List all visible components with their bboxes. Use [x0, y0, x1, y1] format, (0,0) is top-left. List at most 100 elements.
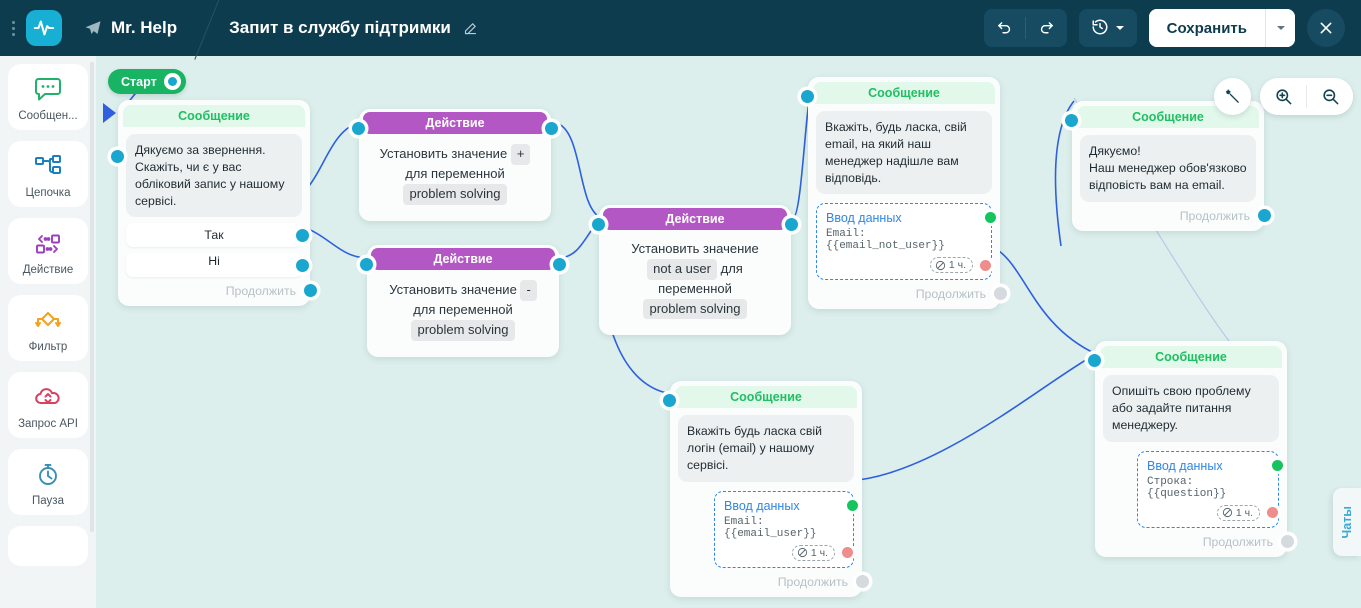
node-type-label: Сообщение	[1100, 346, 1282, 368]
option-output-port[interactable]	[296, 229, 309, 243]
node-continue[interactable]: Продолжить	[670, 568, 869, 597]
kebab-menu-icon[interactable]	[4, 0, 22, 56]
sidebar-item-filter[interactable]: Фильтр	[8, 295, 88, 361]
quick-reply-option[interactable]: Так	[126, 223, 309, 248]
chats-side-tab[interactable]: Чаты	[1333, 488, 1361, 556]
entry-success-port[interactable]	[847, 499, 858, 511]
message-text: Опишіть свою проблему або задайте питанн…	[1103, 375, 1279, 442]
zoom-out-icon[interactable]	[1307, 78, 1353, 115]
node-message-ask-login[interactable]: Сообщение Вкажіть будь ласка свій логін …	[663, 381, 869, 597]
history-button[interactable]	[1078, 9, 1137, 47]
node-type-label: Действие	[603, 208, 787, 230]
node-output-port[interactable]	[545, 122, 558, 135]
start-arrow-icon	[103, 103, 116, 123]
data-entry-title: Ввод данных	[724, 498, 800, 513]
magic-wand-icon[interactable]	[1214, 78, 1251, 115]
sidebar-item-label: Фильтр	[28, 341, 68, 353]
zoom-in-icon[interactable]	[1260, 78, 1306, 115]
quick-reply-option[interactable]: Ні	[126, 253, 309, 278]
no-entry-clock-icon	[935, 260, 945, 270]
node-input-port[interactable]	[663, 394, 676, 407]
node-continue[interactable]: Продолжить	[1072, 202, 1271, 231]
stopwatch-icon	[33, 459, 63, 491]
message-text: Дякуємо! Наш менеджер обов'язково відпов…	[1080, 135, 1256, 202]
sidebar-item-message[interactable]: Сообщен...	[8, 64, 88, 130]
telegram-icon	[84, 19, 102, 37]
history-clock-icon	[1091, 18, 1109, 39]
node-message-thank-you[interactable]: Сообщение Дякуємо! Наш менеджер обов'язк…	[1065, 101, 1271, 231]
entry-success-port[interactable]	[1272, 459, 1283, 471]
save-dropdown-caret-icon[interactable]	[1265, 9, 1295, 47]
data-entry-card[interactable]: Ввод данных Строка: {{question}} 1 ч.	[1137, 450, 1283, 528]
entry-timeout-badge[interactable]: 1 ч.	[1216, 504, 1260, 521]
continue-output-port[interactable]	[1258, 208, 1271, 222]
node-output-port[interactable]	[785, 218, 798, 231]
action-mid: для переменной	[405, 165, 505, 181]
data-entry-value: Email: {{email_not_user}}	[826, 228, 945, 253]
action-mid: для переменной	[658, 260, 743, 296]
start-badge[interactable]: Старт	[108, 69, 186, 94]
continue-output-port[interactable]	[304, 284, 317, 298]
start-port-icon[interactable]	[163, 73, 181, 90]
sidebar-item-api-request[interactable]: Запрос API	[8, 372, 88, 438]
node-input-port[interactable]	[801, 90, 814, 103]
close-x-icon[interactable]	[1307, 9, 1345, 47]
node-output-port[interactable]	[553, 258, 566, 271]
data-entry-card[interactable]: Ввод данных Email: {{email_not_user}} 1 …	[816, 203, 996, 281]
undo-button[interactable]	[984, 9, 1025, 47]
continue-output-port[interactable]	[1281, 534, 1294, 548]
continue-output-port[interactable]	[856, 574, 869, 588]
entry-timeout-port[interactable]	[842, 547, 853, 559]
node-input-port[interactable]	[592, 218, 605, 231]
node-input-port[interactable]	[1088, 354, 1101, 367]
node-message-ask-email-guest[interactable]: Сообщение Вкажіть, будь ласка, свій emai…	[801, 77, 1007, 310]
entry-timeout-port[interactable]	[1267, 507, 1278, 519]
no-entry-clock-icon	[797, 547, 807, 558]
entry-timeout-badge[interactable]: 1 ч.	[791, 544, 835, 561]
node-input-port[interactable]	[360, 258, 373, 271]
pulse-logo-icon[interactable]	[26, 10, 62, 46]
node-continue[interactable]: Продолжить	[808, 280, 1007, 309]
page-title-label: Запит в службу підтримки	[229, 18, 451, 37]
node-input-port[interactable]	[352, 122, 365, 135]
action-variable-chip: problem solving	[403, 183, 507, 205]
node-type-label: Действие	[371, 248, 555, 270]
redo-button[interactable]	[1026, 9, 1067, 47]
data-entry-title: Ввод данных	[1147, 458, 1223, 473]
option-output-port[interactable]	[296, 259, 309, 273]
node-continue[interactable]: Продолжить	[118, 277, 317, 306]
node-message-ask-question[interactable]: Сообщение Опишіть свою проблему або зада…	[1088, 341, 1294, 557]
flow-canvas[interactable]: Старт Сообщение Дякуємо за звернення. Ск…	[96, 56, 1361, 608]
node-input-port[interactable]	[111, 150, 124, 163]
node-action-decrement[interactable]: Действие Установить значение - для перем…	[360, 245, 566, 357]
sidebar-item-pause[interactable]: Пауза	[8, 449, 88, 515]
flow-chain-icon	[33, 151, 63, 183]
sidebar-item-action[interactable]: Действие	[8, 218, 88, 284]
node-input-port[interactable]	[1065, 114, 1078, 127]
node-action-not-a-user[interactable]: Действие Установить значение not a user …	[592, 205, 798, 336]
data-entry-card[interactable]: Ввод данных Email: {{email_user}} 1 ч.	[714, 490, 858, 568]
node-continue[interactable]: Продолжить	[1095, 528, 1294, 557]
action-description: Установить значение + для переменной pro…	[359, 134, 551, 221]
save-button[interactable]: Сохранить	[1148, 9, 1265, 47]
continue-label: Продолжить	[1179, 208, 1250, 223]
continue-label: Продолжить	[915, 287, 986, 302]
continue-output-port[interactable]	[994, 287, 1007, 301]
node-action-increment[interactable]: Действие Установить значение + для перем…	[352, 109, 558, 221]
entry-success-port[interactable]	[985, 212, 996, 224]
action-prefix: Установить значение	[379, 146, 508, 161]
pencil-icon[interactable]	[463, 21, 478, 36]
sidebar-item-chain[interactable]: Цепочка	[8, 141, 88, 207]
bot-breadcrumb[interactable]: Mr. Help	[84, 18, 177, 38]
page-title: Запит в службу підтримки	[229, 18, 478, 38]
action-prefix: Установить значение	[389, 282, 517, 297]
sidebar-scrollbar[interactable]	[90, 62, 94, 532]
entry-timeout-port[interactable]	[980, 259, 991, 271]
continue-label: Продолжить	[225, 284, 296, 299]
action-prefix: Установить значение	[631, 241, 759, 256]
entry-timeout-badge[interactable]: 1 ч.	[929, 257, 973, 274]
node-message-welcome[interactable]: Сообщение Дякуємо за звернення. Скажіть,…	[111, 100, 317, 307]
data-entry-footer: 1 ч.	[724, 544, 853, 561]
sidebar-item-more[interactable]	[8, 526, 88, 566]
data-entry-value: Строка: {{question}}	[1147, 475, 1227, 500]
